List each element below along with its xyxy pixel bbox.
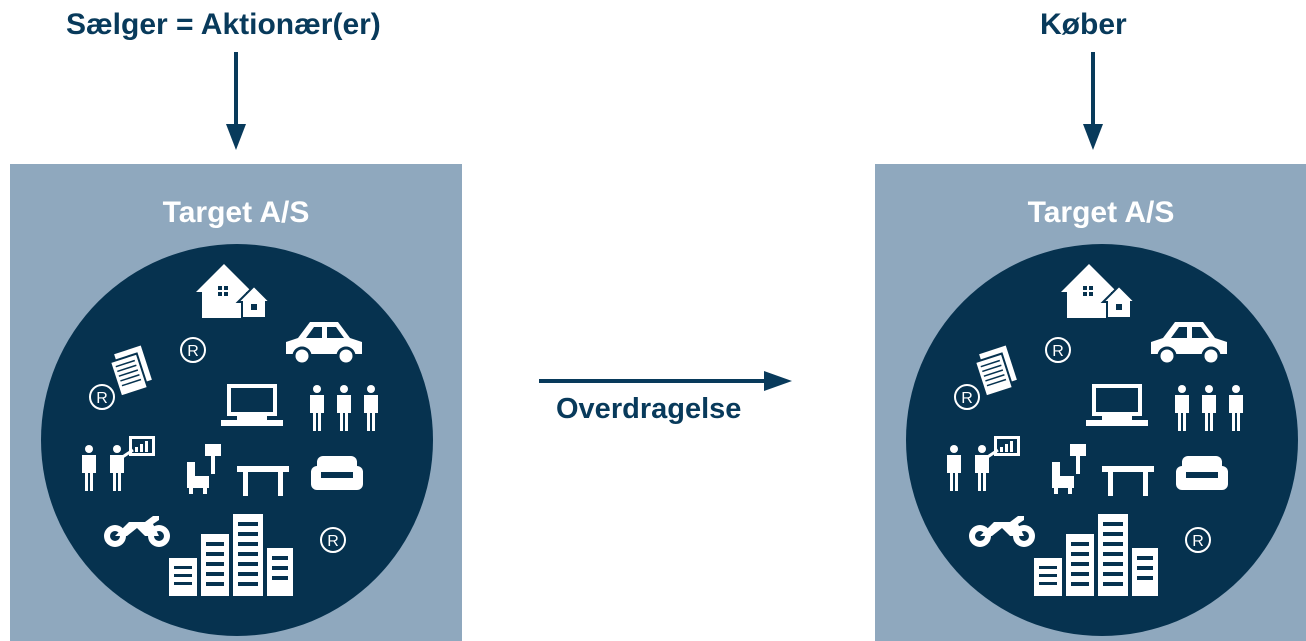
transfer-arrow-head bbox=[764, 371, 792, 391]
house-icon bbox=[196, 264, 273, 319]
presenter-icon bbox=[947, 436, 1020, 491]
assets-circle-left: R R R bbox=[41, 244, 433, 636]
assets-circle-right: R R R bbox=[906, 244, 1298, 636]
documents-icon bbox=[973, 345, 1017, 398]
table-icon bbox=[237, 466, 289, 496]
people-icon bbox=[310, 385, 378, 431]
armchair-icon bbox=[1052, 444, 1086, 494]
transfer-arrow-line bbox=[539, 379, 765, 383]
buyer-arrow-line bbox=[1091, 52, 1095, 130]
svg-text:R: R bbox=[96, 390, 108, 407]
svg-text:R: R bbox=[187, 343, 199, 360]
documents-icon bbox=[108, 345, 152, 398]
seller-arrow-line bbox=[234, 52, 238, 130]
motorcycle-icon bbox=[104, 516, 170, 547]
svg-text:R: R bbox=[1052, 343, 1064, 360]
monitor-icon bbox=[1086, 384, 1148, 426]
target-title-right: Target A/S bbox=[1027, 196, 1175, 229]
people-icon bbox=[1175, 385, 1243, 431]
buyer-label: Køber bbox=[1040, 8, 1127, 41]
target-title-left: Target A/S bbox=[162, 196, 310, 229]
motorcycle-icon bbox=[969, 516, 1035, 547]
car-icon bbox=[286, 322, 362, 366]
registered-trademark-icon: R bbox=[1185, 527, 1211, 553]
presenter-icon bbox=[82, 436, 155, 491]
buyer-arrow-head bbox=[1083, 124, 1103, 150]
registered-trademark-icon: R bbox=[180, 337, 206, 363]
buildings-icon bbox=[1034, 514, 1158, 596]
sofa-icon bbox=[311, 456, 363, 490]
house-icon bbox=[1061, 264, 1138, 319]
table-icon bbox=[1102, 466, 1154, 496]
registered-trademark-icon: R bbox=[89, 384, 115, 410]
monitor-icon bbox=[221, 384, 283, 426]
svg-text:R: R bbox=[327, 533, 339, 550]
svg-text:R: R bbox=[1192, 533, 1204, 550]
registered-trademark-icon: R bbox=[954, 384, 980, 410]
seller-label: Sælger = Aktionær(er) bbox=[66, 8, 381, 41]
buildings-icon bbox=[169, 514, 293, 596]
svg-text:R: R bbox=[961, 390, 973, 407]
target-box-right: Target A/S bbox=[875, 164, 1306, 641]
transfer-label: Overdragelse bbox=[556, 393, 742, 425]
seller-arrow-head bbox=[226, 124, 246, 150]
registered-trademark-icon: R bbox=[1045, 337, 1071, 363]
target-box-left: Target A/S bbox=[10, 164, 462, 641]
registered-trademark-icon: R bbox=[320, 527, 346, 553]
sofa-icon bbox=[1176, 456, 1228, 490]
armchair-icon bbox=[187, 444, 221, 494]
car-icon bbox=[1151, 322, 1227, 366]
